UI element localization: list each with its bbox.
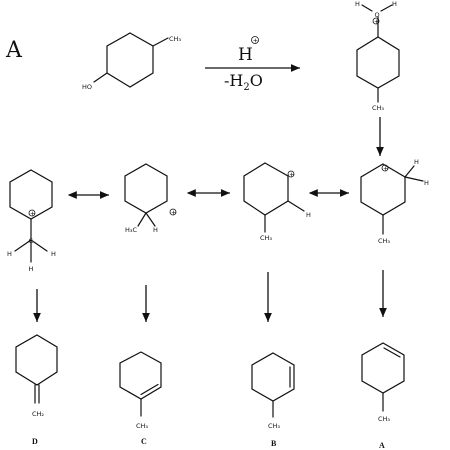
h-bottom: H bbox=[29, 265, 34, 273]
starting-alcohol: CH₃ HO bbox=[82, 32, 181, 91]
product-b-methyl: CH₃ bbox=[268, 422, 280, 430]
methyl-label-4: CH₃ bbox=[378, 237, 390, 245]
reaction-arrow-group: H + -H2O bbox=[205, 36, 300, 93]
charge-circle-4 bbox=[381, 164, 389, 172]
h-label-3: H bbox=[306, 211, 311, 219]
product-b: CH₃ B bbox=[251, 352, 295, 448]
product-b-label: B bbox=[271, 439, 277, 448]
carbon-label: C bbox=[29, 237, 34, 245]
reagent-charge: + bbox=[253, 37, 258, 45]
panel-label: A bbox=[5, 38, 23, 63]
product-d-label: D bbox=[32, 437, 38, 446]
charge-circle-3 bbox=[287, 170, 295, 178]
h-label-2: H bbox=[153, 226, 158, 234]
charge-circle-1 bbox=[28, 209, 36, 217]
reagent-condition: -H2O bbox=[224, 71, 263, 93]
product-c-label: C bbox=[141, 437, 147, 446]
product-d-ch2: CH₂ bbox=[32, 410, 44, 418]
carbocation-secondary-c: + H H CH₃ bbox=[360, 158, 429, 245]
product-a-label: A bbox=[379, 441, 385, 450]
oxonium-methyl: CH₃ bbox=[372, 104, 384, 112]
oxonium-h-left: H bbox=[355, 0, 360, 8]
oxonium-charge-circle bbox=[372, 17, 380, 25]
oxonium-charge: + bbox=[374, 17, 379, 25]
charge-1: + bbox=[30, 209, 35, 217]
methyl-label-3: CH₃ bbox=[260, 234, 272, 242]
carbocation-tertiary: + C H H H bbox=[7, 169, 56, 273]
reagent-charge-circle bbox=[251, 36, 259, 44]
h-label-4a: H bbox=[414, 158, 419, 166]
methyl-label: CH₃ bbox=[169, 35, 181, 43]
carbocation-secondary-b: + H CH₃ bbox=[243, 162, 311, 242]
oxonium-intermediate: O H H + CH₃ bbox=[355, 0, 400, 112]
carbocation-secondary-a: + H₃C H bbox=[124, 163, 177, 234]
methyl-label-2: H₃C bbox=[125, 226, 137, 234]
oxonium-h-right: H bbox=[392, 0, 397, 8]
product-c: CH₃ C bbox=[119, 351, 162, 446]
product-c-methyl: CH₃ bbox=[136, 422, 148, 430]
product-d: CH₂ D bbox=[15, 334, 58, 446]
product-a-methyl: CH₃ bbox=[378, 415, 390, 423]
h-right: H bbox=[51, 250, 56, 258]
charge-4: + bbox=[383, 164, 388, 172]
charge-2: + bbox=[171, 208, 176, 216]
charge-circle-2 bbox=[169, 208, 177, 216]
h-label-4b: H bbox=[424, 179, 429, 187]
product-a: CH₃ A bbox=[361, 342, 405, 450]
h-left: H bbox=[7, 250, 12, 258]
charge-3: + bbox=[289, 170, 294, 178]
oxygen-label: O bbox=[375, 11, 380, 19]
hydroxyl-label: HO bbox=[82, 83, 92, 91]
reagent-h: H bbox=[238, 45, 253, 65]
